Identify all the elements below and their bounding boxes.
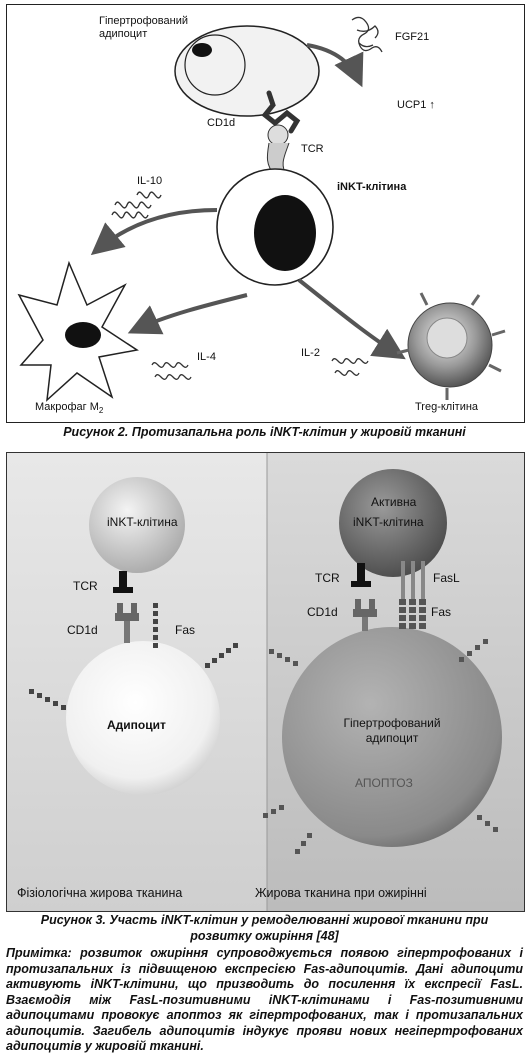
figure-2-panel: Гіпертрофований адипоцит FGF21 UCP1 ↑ CD…	[6, 4, 525, 423]
right-cd1d-icon	[353, 599, 377, 631]
right-adipocyte-label: Гіпертрофований адипоцит	[343, 716, 441, 745]
left-cd1d-label: CD1d	[67, 623, 98, 637]
left-inkt-label: iNKT-клітина	[107, 515, 178, 529]
ucp1-label: UCP1 ↑	[397, 99, 435, 111]
left-fas-receptor-right	[205, 643, 238, 668]
hypertrophied-adipocyte	[174, 25, 320, 117]
left-footer-label: Фізіологічна жирова тканина	[17, 886, 183, 900]
arrow-to-treg	[297, 278, 406, 360]
fgf21-protein-icon	[351, 16, 383, 53]
left-fas-receptor-left	[29, 689, 66, 710]
inkt-cell	[216, 168, 334, 286]
left-fas-receptor-top	[153, 603, 158, 648]
figure-2-diagram	[17, 16, 506, 402]
left-tcr-label: TCR	[73, 579, 98, 593]
right-inkt-label: iNKT-клітина	[353, 515, 424, 529]
right-inkt-cell	[339, 469, 447, 577]
il4-label: IL-4	[197, 351, 216, 363]
treg-label: Treg-клітина	[415, 401, 479, 413]
left-tcr-icon	[113, 571, 133, 593]
left-fas-label: Fas	[175, 623, 196, 637]
right-adipocyte	[282, 627, 502, 847]
figure-3-diagram	[7, 453, 524, 911]
tcr-label: TCR	[301, 143, 324, 155]
il2-protein-icon	[331, 358, 369, 376]
treg-cell	[396, 292, 506, 400]
left-inkt-cell	[89, 477, 185, 573]
macrophage-m2	[17, 260, 139, 402]
macrophage-label: Макрофаг M2	[35, 401, 104, 416]
cd1d-tcr-complex	[261, 90, 301, 176]
arrow-to-macrophage	[90, 208, 218, 256]
arrow-to-macrophage-low	[127, 293, 248, 335]
adipocyte-label: Гіпертрофований адипоцит	[99, 15, 188, 40]
right-fas-receptors	[263, 639, 498, 854]
right-fas-label: Fas	[431, 605, 452, 619]
cd1d-label: CD1d	[207, 117, 236, 129]
figure-3-panel: iNKT-клітина TCR CD1d Fas Адипоцит Фізіо…	[6, 452, 525, 912]
right-footer-label: Жирова тканина при ожирінні	[255, 886, 427, 900]
inkt-label: iNKT-клітина	[337, 181, 407, 193]
right-cd1d-label: CD1d	[307, 605, 338, 619]
il2-label: IL-2	[301, 347, 320, 359]
figure-note: Примітка: розвиток ожиріння супроводжуєт…	[6, 946, 523, 1053]
left-cd1d-icon	[115, 603, 139, 643]
right-fasl-fas-icon	[399, 561, 426, 629]
figure-3-caption-line2: розвитку ожиріння [48]	[190, 929, 339, 943]
il4-protein-icon	[151, 362, 192, 380]
right-tcr-icon	[351, 563, 371, 587]
right-tcr-label: TCR	[315, 571, 340, 585]
figure-3-caption-line1: Рисунок 3. Участь iNKT-клітин у ремоделю…	[40, 913, 489, 927]
fgf21-label: FGF21	[395, 31, 430, 43]
right-active-label: Активна	[371, 495, 417, 509]
left-adipocyte-label: Адипоцит	[107, 718, 166, 732]
il10-label: IL-10	[137, 175, 163, 187]
right-fasl-label: FasL	[433, 571, 460, 585]
il10-protein-icon	[111, 191, 162, 219]
apoptosis-label: АПОПТОЗ	[355, 776, 413, 790]
arrow-to-fgf21	[306, 43, 364, 88]
left-adipocyte	[66, 641, 220, 795]
figure-2-caption: Рисунок 2. Протизапальна роль iNKT-кліти…	[63, 425, 466, 439]
